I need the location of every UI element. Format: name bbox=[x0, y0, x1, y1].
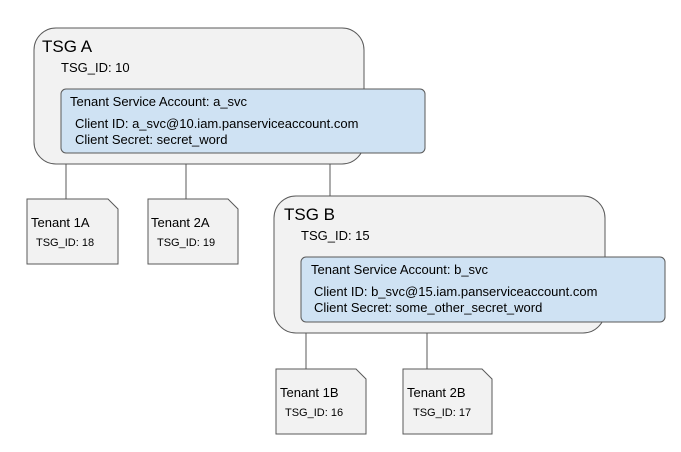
tenant-1b-id: TSG_ID: 16 bbox=[285, 407, 343, 419]
tsg-b-account-box bbox=[300, 256, 666, 323]
tenant-1a-id: TSG_ID: 18 bbox=[36, 237, 94, 249]
tenant-2a-node: Tenant 2A TSG_ID: 19 bbox=[147, 198, 239, 265]
tsg-b-client-id: Client ID: b_svc@15.iam.panserviceaccoun… bbox=[314, 284, 597, 299]
tsg-a-client-secret: Client Secret: secret_word bbox=[75, 132, 227, 147]
tsg-a-service-account: Tenant Service Account: a_svc Client ID:… bbox=[60, 88, 426, 154]
tenant-1b-title: Tenant 1B bbox=[280, 385, 339, 400]
tsg-a-id: TSG_ID: 10 bbox=[61, 60, 130, 75]
tenant-2b-title: Tenant 2B bbox=[407, 385, 466, 400]
tenant-1b-node: Tenant 1B TSG_ID: 16 bbox=[275, 368, 367, 435]
tsg-b-account-title: Tenant Service Account: b_svc bbox=[311, 262, 489, 277]
tenant-2a-title: Tenant 2A bbox=[151, 215, 210, 230]
tenant-1a-title: Tenant 1A bbox=[31, 215, 90, 230]
tsg-b-client-secret: Client Secret: some_other_secret_word bbox=[314, 300, 542, 315]
tenant-1a-node: Tenant 1A TSG_ID: 18 bbox=[26, 198, 119, 265]
tsg-b-title: TSG B bbox=[284, 205, 335, 224]
tsg-b-service-account: Tenant Service Account: b_svc Client ID:… bbox=[300, 256, 666, 323]
tsg-a-client-id: Client ID: a_svc@10.iam.panserviceaccoun… bbox=[75, 116, 358, 131]
tenant-1b-box bbox=[275, 368, 367, 435]
tsg-a-account-title: Tenant Service Account: a_svc bbox=[70, 94, 248, 109]
tsg-b-id: TSG_ID: 15 bbox=[301, 228, 370, 243]
tenant-2a-id: TSG_ID: 19 bbox=[157, 237, 215, 249]
tenant-2a-box bbox=[147, 198, 239, 265]
tenant-1a-box bbox=[26, 198, 119, 265]
tenant-2b-id: TSG_ID: 17 bbox=[413, 407, 471, 419]
tsg-a-title: TSG A bbox=[42, 37, 93, 56]
tenant-2b-box bbox=[402, 368, 493, 435]
tsg-a-account-box bbox=[60, 88, 426, 154]
tenant-2b-node: Tenant 2B TSG_ID: 17 bbox=[402, 368, 493, 435]
